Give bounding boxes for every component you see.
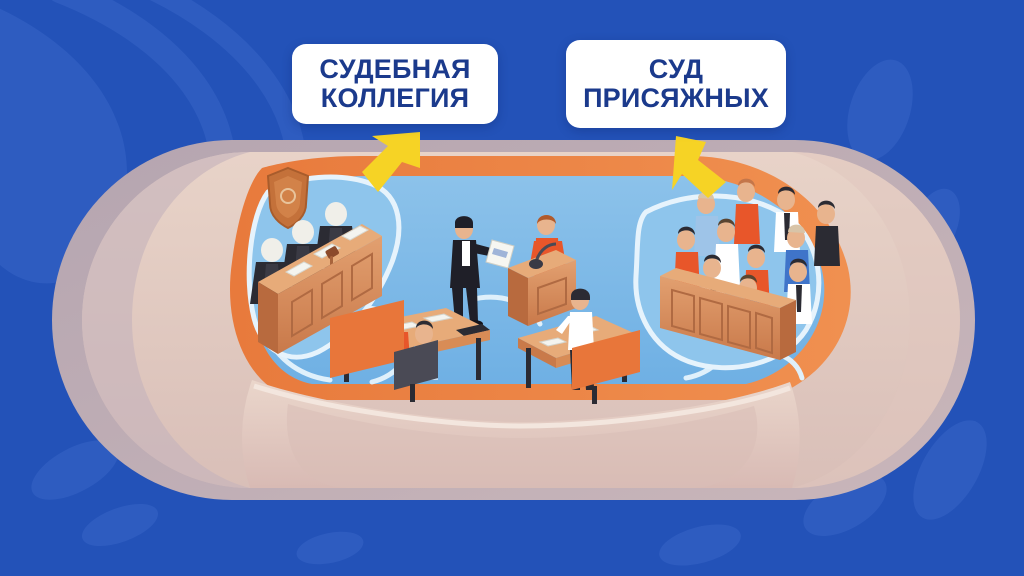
juror <box>814 200 840 266</box>
counsel-table-left <box>330 300 490 402</box>
judges-bench-side <box>258 282 278 354</box>
label-jury-trial: СУД ПРИСЯЖНЫХ <box>566 40 786 128</box>
label-collegium-line1: СУДЕБНАЯ <box>319 53 471 84</box>
arrow-down-left-icon <box>362 132 420 192</box>
chair-back <box>394 340 438 390</box>
briefcase-icon <box>456 324 490 336</box>
judges-bench-top <box>258 224 382 294</box>
chair-back <box>572 330 640 390</box>
label-jury-line2: ПРИСЯЖНЫХ <box>583 83 769 113</box>
jury-box-group <box>660 178 840 360</box>
jury-bench-panels <box>671 288 773 355</box>
judges-bench-front <box>278 236 382 354</box>
jury-bench-top <box>660 268 796 308</box>
judges-bench-panels <box>291 252 373 338</box>
arrow-down-right-icon <box>672 136 726 198</box>
microphone-icon <box>529 242 557 269</box>
document-icon <box>485 239 515 269</box>
witness-podium <box>508 242 576 326</box>
capsule-right-shading <box>792 152 960 488</box>
juror <box>714 218 740 286</box>
label-jury-line1: СУД <box>648 53 704 84</box>
label-judicial-collegium: СУДЕБНАЯ КОЛЛЕГИЯ <box>292 44 498 124</box>
juror <box>734 178 760 244</box>
label-collegium-line2: КОЛЛЕГИЯ <box>320 83 470 113</box>
jury-bench-side <box>780 300 796 360</box>
judges-bench-group <box>250 202 382 354</box>
counsel-table-right <box>518 288 640 404</box>
capsule-front-shadow <box>286 404 758 488</box>
capsule-front-edge <box>253 383 791 429</box>
chair-back <box>330 300 404 378</box>
capsule-left-shading <box>82 152 250 488</box>
shield-emblem <box>266 166 310 230</box>
